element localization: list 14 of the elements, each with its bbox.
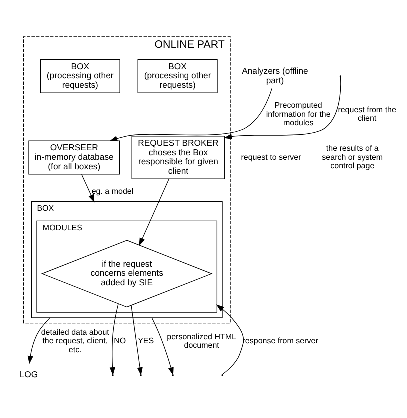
arrow xyxy=(81,174,95,202)
arrow xyxy=(216,304,244,374)
node-text: LOG xyxy=(20,369,38,380)
node-box: OVERSEER in-memory database (for all boxes) xyxy=(28,140,120,174)
arrow xyxy=(152,317,174,376)
arrow xyxy=(28,317,51,364)
arrow xyxy=(110,88,273,142)
node-box: REQUEST BROKER choses the Box responsible for given client xyxy=(132,136,226,179)
arrow xyxy=(139,178,170,246)
node-diamond: if the request concerns elements added by SIE xyxy=(41,240,213,308)
node-box: BOX (processing other requests) xyxy=(40,58,120,93)
node-text: Analyzers (offline part) xyxy=(242,65,308,85)
node-box: BOX (processing other requests) xyxy=(138,58,218,93)
arrow xyxy=(224,76,342,140)
